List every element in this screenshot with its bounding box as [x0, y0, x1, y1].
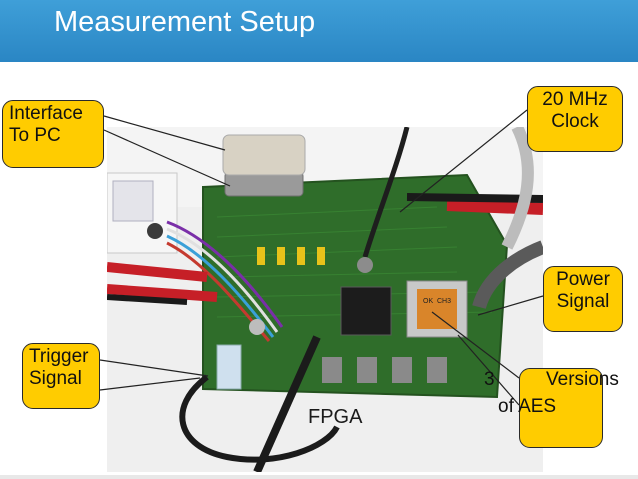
- fpga-label: FPGA: [308, 406, 363, 428]
- callout-interface-to-pc: Interface To PC: [2, 100, 104, 168]
- callout-power-line2: Signal: [556, 291, 610, 312]
- callout-clock-line2: Clock: [551, 111, 599, 132]
- aes-of-label: of AES: [498, 396, 557, 417]
- callout-trigger-line2: Signal: [29, 368, 82, 389]
- callout-power-signal: Power Signal: [543, 266, 623, 332]
- chip-marking-2: CH3: [437, 298, 451, 305]
- chip-marking-1: OK: [423, 298, 433, 305]
- callout-aes-versions: [519, 368, 603, 448]
- fpga-chip: [340, 286, 392, 336]
- callout-trigger-signal: Trigger Signal: [22, 343, 100, 409]
- callout-interface-line2: To PC: [9, 125, 61, 146]
- pcb-board: [203, 175, 507, 397]
- page-title: Measurement Setup: [54, 6, 316, 38]
- callout-trigger-line1: Trigger: [29, 346, 89, 367]
- aes-versions-label: Versions: [546, 369, 619, 390]
- header-bar: Measurement Setup: [0, 0, 638, 62]
- callout-clock: 20 MHz Clock: [527, 86, 623, 152]
- callout-clock-line1: 20 MHz: [542, 89, 608, 110]
- callout-power-line1: Power: [556, 269, 610, 290]
- aes-count-label: 3: [484, 369, 495, 390]
- callout-interface-line1: Interface: [9, 103, 83, 124]
- board-photo: OK CH3: [107, 127, 543, 472]
- footer-divider: [0, 475, 638, 479]
